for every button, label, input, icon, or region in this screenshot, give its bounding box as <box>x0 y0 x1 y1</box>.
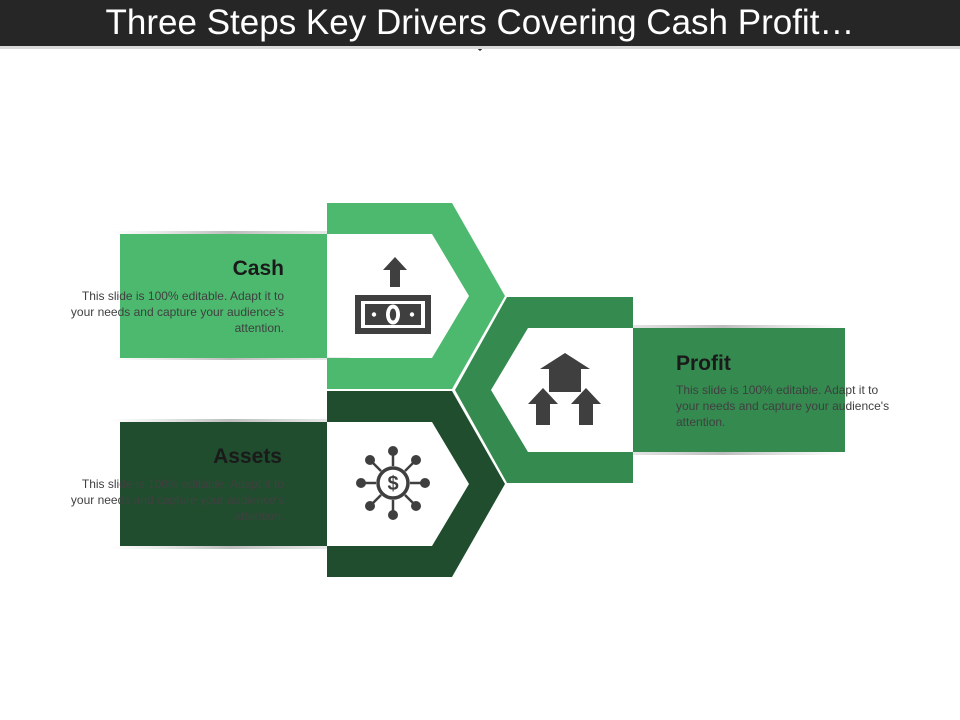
dollar-network-icon: $ <box>356 446 430 520</box>
assets-heading: Assets <box>213 445 282 468</box>
assets-panel-shadow-top <box>110 419 350 422</box>
bill-zero <box>389 308 397 321</box>
top-house-arrow <box>540 353 590 392</box>
profit-panel-shadow-bottom <box>600 452 845 455</box>
dollar-sign: $ <box>387 473 398 495</box>
assets-panel-shadow-bottom <box>110 546 350 549</box>
cash-description: This slide is 100% editable. Adapt it to… <box>70 289 284 335</box>
profit-hexagon <box>455 297 845 483</box>
cash-panel-shadow-bottom <box>110 357 350 360</box>
network-nodes <box>356 446 430 520</box>
slide-title: Three Steps Key Drivers Covering Cash Pr… <box>105 3 855 42</box>
house-with-up-arrows-icon <box>528 353 601 425</box>
bill-dot-right <box>409 312 415 317</box>
profit-panel-shadow-top <box>600 325 845 328</box>
title-bar <box>0 0 960 46</box>
profit-description: This slide is 100% editable. Adapt it to… <box>676 383 890 429</box>
cash-panel-shadow-top <box>110 231 350 234</box>
left-up-arrow <box>528 388 558 425</box>
panel-shadows <box>110 231 845 549</box>
right-up-arrow <box>571 388 601 425</box>
money-bill-with-up-arrow-icon <box>355 257 431 334</box>
title-underline <box>0 46 960 49</box>
up-arrow-shape <box>383 257 407 287</box>
bill-dot-left <box>371 312 377 317</box>
profit-heading: Profit <box>676 352 731 375</box>
assets-description: This slide is 100% editable. Adapt it to… <box>70 477 284 523</box>
coin-ring <box>376 466 410 500</box>
cash-heading: Cash <box>232 257 284 280</box>
assets-hexagon <box>120 391 505 577</box>
cash-hexagon <box>120 203 505 389</box>
